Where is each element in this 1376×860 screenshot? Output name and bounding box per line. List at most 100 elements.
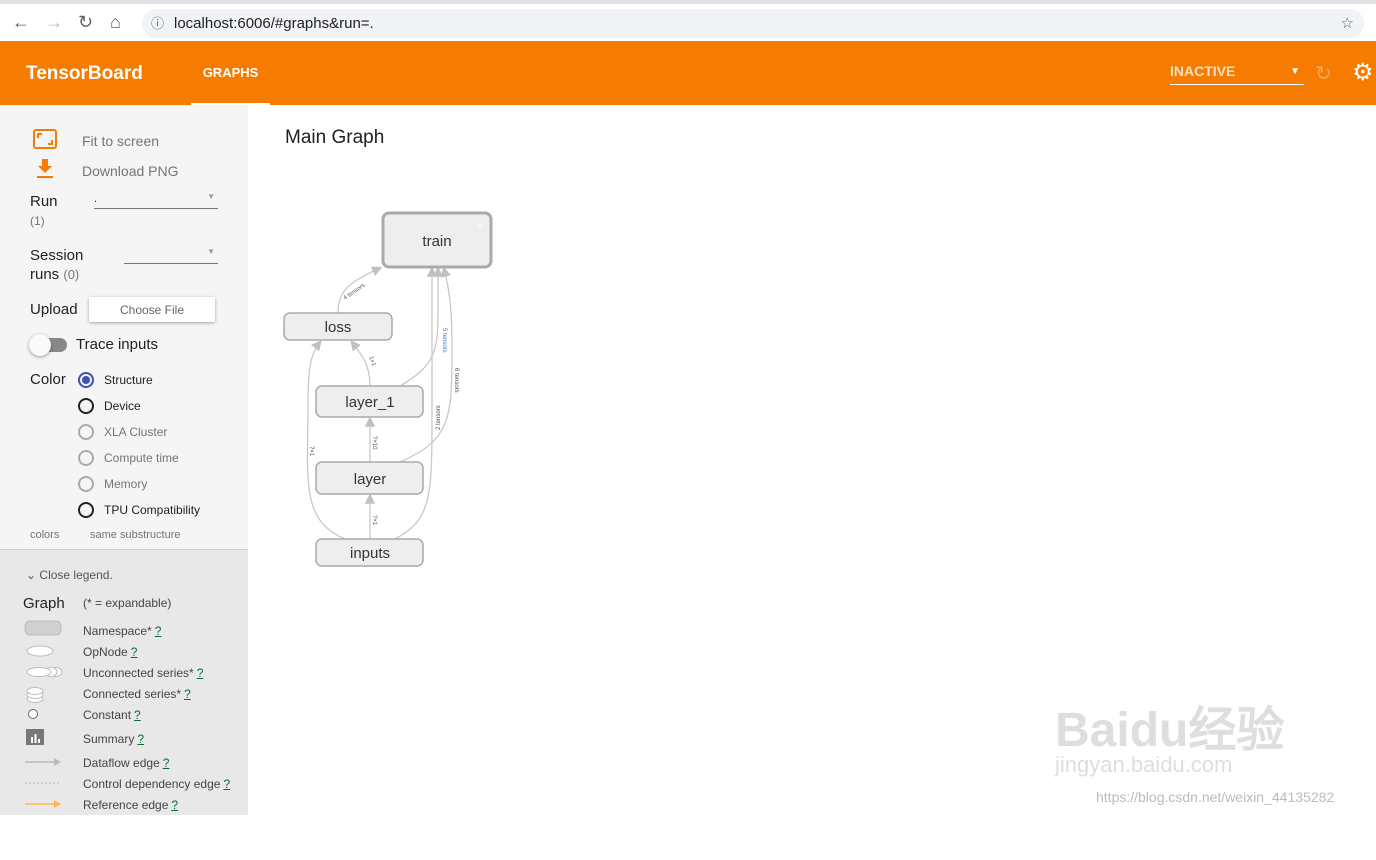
- reload-icon[interactable]: ↻: [78, 12, 94, 32]
- run-count: (1): [30, 214, 45, 228]
- radio-xla-cluster[interactable]: [78, 424, 94, 440]
- node-label: layer_1: [345, 394, 394, 411]
- node-layer[interactable]: layer: [315, 461, 424, 495]
- fit-screen-icon[interactable]: [33, 129, 57, 149]
- home-icon[interactable]: ⌂: [110, 12, 121, 32]
- help-link[interactable]: ?: [154, 624, 162, 638]
- legend-control-edge: Control dependency edge?: [83, 777, 231, 791]
- brand-title: TensorBoard: [26, 63, 143, 84]
- radio-device[interactable]: [78, 398, 94, 414]
- help-link[interactable]: ?: [196, 666, 204, 680]
- help-link[interactable]: ?: [137, 732, 145, 746]
- node-label: loss: [325, 319, 352, 336]
- graph-canvas[interactable]: 4 tensors 1×1 ?×1 ?×10 ?×1 2 tensors 5 t…: [0, 0, 1376, 815]
- run-status-value: INACTIVE: [1170, 63, 1236, 79]
- edge-label: 2 tensors: [436, 405, 442, 430]
- session-runs-select[interactable]: ▼: [124, 247, 218, 264]
- radio-memory[interactable]: [78, 476, 94, 492]
- node-train[interactable]: train+: [381, 211, 493, 269]
- unconnected-series-symbol: [26, 667, 52, 677]
- node-label: inputs: [350, 545, 390, 562]
- node-layer-1[interactable]: layer_1: [315, 385, 424, 418]
- edge-label: ?×1: [308, 446, 314, 457]
- download-icon[interactable]: [36, 159, 54, 179]
- node-loss[interactable]: loss: [283, 312, 393, 341]
- refresh-icon[interactable]: ↻: [1315, 63, 1332, 85]
- help-link[interactable]: ?: [184, 687, 191, 701]
- run-select[interactable]: .▼: [94, 192, 218, 209]
- edge-label: 5 tensors: [441, 328, 447, 353]
- tab-graphs[interactable]: GRAPHS: [191, 41, 270, 105]
- close-legend-button[interactable]: ⌄ Close legend.: [26, 568, 113, 582]
- colors-value: same substructure: [90, 529, 181, 541]
- radio-tpu-compatibility[interactable]: [78, 502, 94, 518]
- legend-unconnected-series: Unconnected series*?: [83, 666, 204, 680]
- help-link[interactable]: ?: [134, 708, 141, 722]
- legend-connected-series: Connected series*?: [83, 687, 191, 701]
- radio-label: XLA Cluster: [104, 425, 168, 439]
- edge-label: 4 tensors: [343, 283, 367, 302]
- chevron-down-icon: ⌄: [26, 568, 37, 582]
- namespace-symbol: [24, 620, 62, 636]
- run-label: Run: [30, 193, 58, 210]
- edge-layer1-loss: [350, 339, 371, 387]
- watermark-logo: Baidu经验: [1055, 704, 1285, 757]
- edge-label: 6 tensors: [453, 368, 459, 393]
- help-link[interactable]: ?: [162, 756, 170, 770]
- help-link[interactable]: ?: [130, 645, 138, 659]
- node-inputs[interactable]: inputs: [315, 538, 424, 567]
- legend-symbols: [24, 620, 63, 808]
- expand-plus-icon[interactable]: +: [476, 217, 484, 232]
- legend-constant: Constant?: [83, 708, 141, 722]
- radio-compute-time[interactable]: [78, 450, 94, 466]
- session-label-2: runs (0): [30, 266, 79, 283]
- radio-structure[interactable]: [78, 372, 94, 388]
- forward-icon[interactable]: →: [45, 12, 63, 32]
- radio-label: Compute time: [104, 451, 179, 465]
- toggle-knob: [29, 334, 51, 356]
- run-select-value: .: [94, 193, 98, 205]
- reference-edge-symbol: [25, 800, 61, 808]
- radio-label: TPU Compatibility: [104, 503, 201, 517]
- trace-inputs-label: Trace inputs: [76, 336, 158, 353]
- app-header: TensorBoard GRAPHS INACTIVE ▼ ↻ ⚙: [0, 41, 1376, 105]
- constant-symbol: [28, 709, 38, 719]
- back-icon[interactable]: ←: [12, 12, 30, 32]
- session-runs-text: runs: [30, 266, 60, 283]
- close-legend-text: Close legend.: [39, 568, 113, 582]
- edge-label: ?×10: [371, 436, 377, 450]
- help-link[interactable]: ?: [171, 798, 179, 812]
- chevron-down-icon: ▼: [1290, 66, 1300, 77]
- page-title: Main Graph: [285, 127, 385, 148]
- edge-inputs-loss: [306, 339, 346, 540]
- summary-icon: [26, 729, 44, 745]
- download-png-button[interactable]: Download PNG: [82, 163, 179, 179]
- edge-layer1-train: [399, 266, 444, 387]
- sidebar: Fit to screen Download PNG Run (1) .▼ Se…: [0, 105, 248, 549]
- edge-layer-train: [399, 266, 453, 463]
- node-label: layer: [354, 471, 387, 488]
- bookmark-star-icon[interactable]: ☆: [1340, 15, 1354, 32]
- help-link[interactable]: ?: [223, 777, 231, 791]
- upload-label: Upload: [30, 301, 78, 318]
- edge-inputs-train: [394, 266, 438, 540]
- fit-to-screen-button[interactable]: Fit to screen: [82, 133, 160, 149]
- opnode-symbol: [26, 645, 54, 657]
- edge-label: ?×1: [371, 515, 377, 526]
- trace-inputs-toggle[interactable]: [29, 334, 67, 356]
- chevron-down-icon: ▼: [207, 192, 215, 201]
- run-status-select[interactable]: INACTIVE ▼: [1170, 63, 1304, 85]
- connected-series-symbol: [26, 687, 44, 703]
- legend-dataflow-edge: Dataflow edge?: [83, 756, 170, 770]
- edge-label: 1×1: [367, 356, 376, 368]
- choose-file-button[interactable]: Choose File: [89, 297, 215, 322]
- gear-icon[interactable]: ⚙: [1352, 59, 1374, 86]
- dataflow-edge-symbol: [25, 758, 61, 766]
- chevron-down-icon: ▼: [207, 247, 215, 256]
- edge-loss-train: [337, 266, 383, 314]
- url-text: localhost:6006/#graphs&run=.: [174, 15, 374, 32]
- legend-expandable-note: (* = expandable): [83, 596, 172, 610]
- watermark-site: jingyan.baidu.com: [1055, 752, 1233, 777]
